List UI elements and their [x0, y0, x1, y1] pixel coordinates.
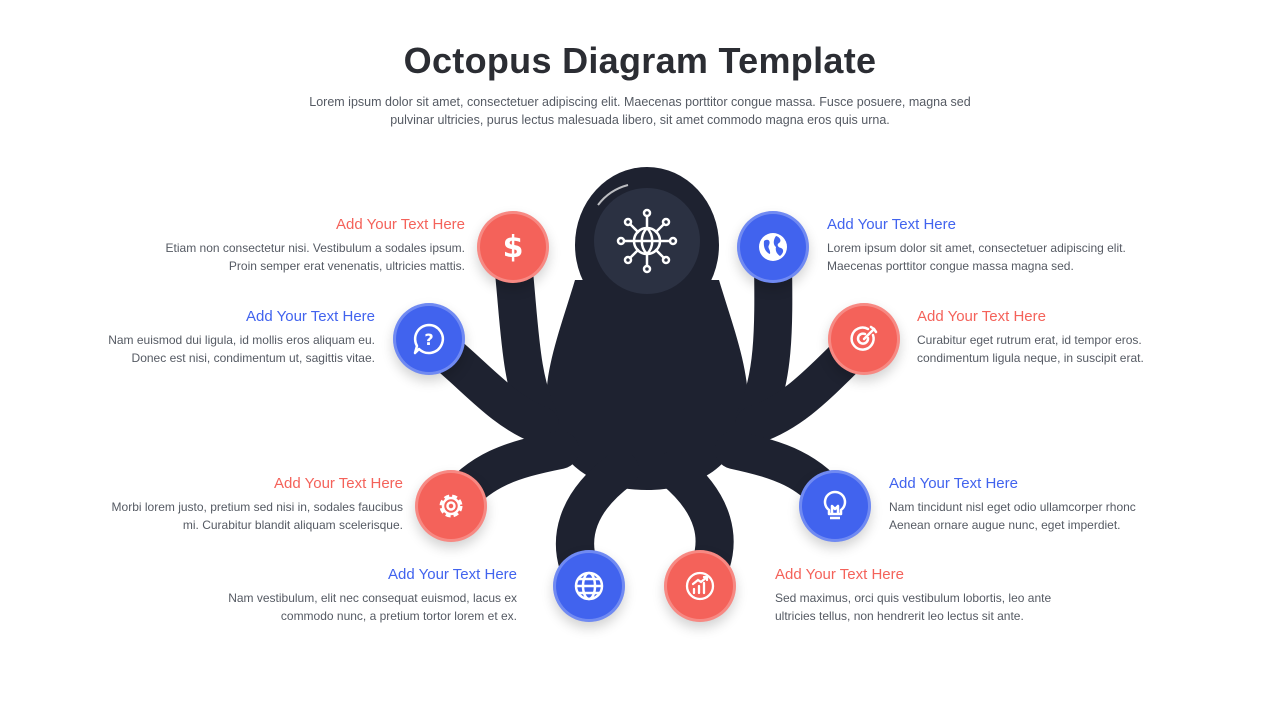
item-4-heading: Add Your Text Here — [388, 566, 517, 583]
page-subtitle: Lorem ipsum dolor sit amet, consectetuer… — [309, 95, 971, 127]
network-globe-icon — [616, 208, 678, 274]
item-6: Add Your Text Here Curabitur eget rutrum… — [917, 308, 1280, 367]
question-chat-icon: ? — [413, 323, 445, 355]
item-1-text: Etiam non consectetur nisi. Vestibulum a… — [165, 241, 465, 273]
item-5-heading: Add Your Text Here — [827, 216, 956, 233]
node-target — [828, 303, 900, 375]
item-7-heading: Add Your Text Here — [889, 475, 1018, 492]
growth-chart-icon — [685, 571, 715, 601]
item-3: Add Your Text Here Morbi lorem justo, pr… — [23, 475, 403, 534]
target-icon — [850, 325, 878, 351]
item-2-heading: Add Your Text Here — [246, 308, 375, 325]
item-2: Add Your Text Here Nam euismod dui ligul… — [0, 308, 375, 367]
dollar-icon: $ — [503, 230, 524, 265]
item-5-text: Lorem ipsum dolor sit amet, consectetuer… — [827, 241, 1126, 273]
item-6-text: Curabitur eget rutrum erat, id tempor er… — [917, 333, 1144, 365]
item-4: Add Your Text Here Nam vestibulum, elit … — [137, 566, 517, 625]
node-earth — [737, 211, 809, 283]
node-globe — [553, 550, 625, 622]
item-8-heading: Add Your Text Here — [775, 566, 904, 583]
earth-icon — [759, 233, 787, 261]
item-3-heading: Add Your Text Here — [274, 475, 403, 492]
globe-icon — [574, 571, 604, 601]
item-5: Add Your Text Here Lorem ipsum dolor sit… — [827, 216, 1207, 275]
item-4-text: Nam vestibulum, elit nec consequat euism… — [228, 591, 517, 623]
item-6-heading: Add Your Text Here — [917, 308, 1046, 325]
lightbulb-icon — [823, 490, 847, 520]
node-question: ? — [393, 303, 465, 375]
node-growth-chart — [664, 550, 736, 622]
page-title: Octopus Diagram Template — [403, 40, 877, 81]
svg-text:$: $ — [503, 230, 524, 265]
head-highlight — [597, 184, 629, 206]
item-1-heading: Add Your Text Here — [336, 216, 465, 233]
item-7-text: Nam tincidunt nisl eget odio ullamcorper… — [889, 500, 1136, 532]
gear-icon — [439, 494, 463, 518]
node-lightbulb — [799, 470, 871, 542]
svg-text:?: ? — [424, 330, 433, 349]
item-2-text: Nam euismod dui ligula, id mollis eros a… — [108, 333, 375, 365]
item-8-text: Sed maximus, orci quis vestibulum lobort… — [775, 591, 1052, 623]
item-3-text: Morbi lorem justo, pretium sed nisi in, … — [111, 500, 403, 532]
item-7: Add Your Text Here Nam tincidunt nisl eg… — [889, 475, 1269, 534]
item-8: Add Your Text Here Sed maximus, orci qui… — [775, 566, 1155, 625]
node-gear — [415, 470, 487, 542]
item-1: Add Your Text Here Etiam non consectetur… — [85, 216, 465, 275]
node-dollar: $ — [477, 211, 549, 283]
